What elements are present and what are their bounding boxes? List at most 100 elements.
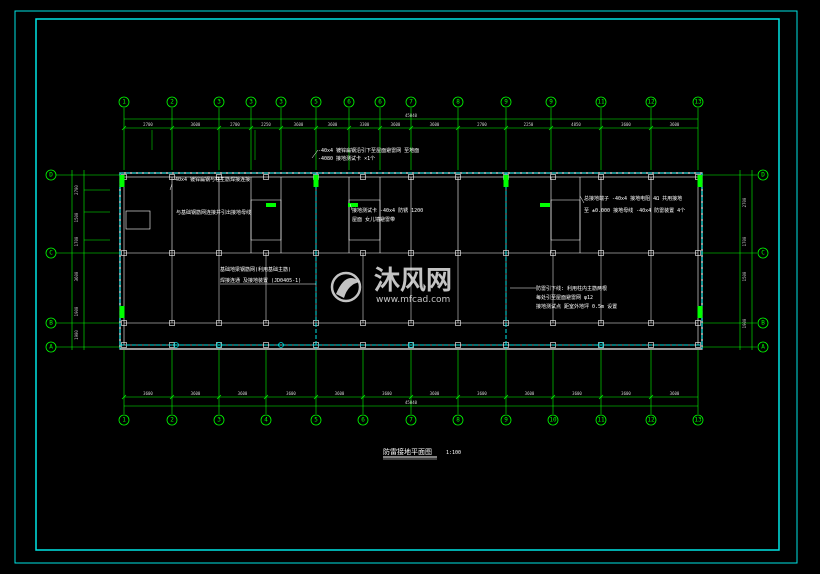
watermark-brand: 沐风网 — [374, 266, 452, 296]
dim-text-bottom-span: 3600 — [382, 391, 392, 396]
axis-bubble-top — [545, 96, 557, 108]
axis-bubble-bottom — [118, 414, 130, 426]
dim-tick-top — [598, 125, 604, 131]
axis-bubble-right — [757, 317, 769, 329]
axis-bubble-bottom — [310, 414, 322, 426]
column — [598, 174, 604, 180]
axis-label-bottom: 11 — [597, 417, 605, 424]
axis-bubble-left — [45, 317, 57, 329]
axis-label-bottom: 4 — [264, 417, 268, 424]
dim-text-right-span: 1500 — [742, 271, 747, 281]
axis-bubble-top — [500, 96, 512, 108]
axis-label-top: 1 — [122, 99, 126, 106]
column — [598, 250, 604, 256]
axis-bubble-top — [452, 96, 464, 108]
watermark-logo-icon — [330, 271, 362, 303]
axis-bubble-top — [595, 96, 607, 108]
dim-text-top-span: 3600 — [294, 122, 304, 127]
column — [455, 320, 461, 326]
dim-text-bottom-span: 3600 — [238, 391, 248, 396]
column — [408, 320, 414, 326]
dim-text-top-span: 2700 — [143, 122, 153, 127]
axis-label-top: 9 — [504, 99, 508, 106]
axis-bubble-top — [275, 96, 287, 108]
axis-label-bottom: 2 — [170, 417, 174, 424]
dim-tick-top — [121, 125, 127, 131]
axis-bubble-top — [405, 96, 417, 108]
dim-text-bottom-span: 3600 — [430, 391, 440, 396]
dim-tick-bottom — [648, 394, 654, 400]
dim-tick-top — [313, 125, 319, 131]
dim-text-left-span: 1900 — [74, 306, 79, 316]
axis-label-top: 7 — [409, 99, 413, 106]
dim-text-bottom-span: 3600 — [572, 391, 582, 396]
axis-label-top: 13 — [694, 99, 702, 106]
dim-tick-bottom — [455, 394, 461, 400]
dim-tick-bottom — [408, 394, 414, 400]
note-text: 基础地梁钢筋网(利用基础主筋) — [220, 266, 291, 273]
dim-tick-top — [408, 125, 414, 131]
axis-bubble-bottom — [405, 414, 417, 426]
note-leader — [311, 149, 319, 159]
dim-tick-bottom — [550, 394, 556, 400]
column — [550, 320, 556, 326]
column — [408, 174, 414, 180]
watermark-url: www.mfcad.com — [376, 295, 450, 305]
note-text: 总接地端子 -40x4 接地电阻 4Ω 共用接地 — [584, 195, 682, 202]
outer-frame — [14, 10, 798, 564]
axis-bubble-left — [45, 169, 57, 181]
dim-tick-top — [216, 125, 222, 131]
column — [169, 320, 175, 326]
down-conductor-marker — [119, 175, 125, 187]
axis-bubble-top — [310, 96, 322, 108]
dim-tick-bottom — [598, 394, 604, 400]
column — [648, 320, 654, 326]
column — [313, 250, 319, 256]
axis-bubble-top — [245, 96, 257, 108]
dim-tick-bottom — [169, 394, 175, 400]
note-text: 每处引至屋面避雷网 φ12 — [536, 294, 593, 301]
axis-label-bottom: 3 — [217, 417, 221, 424]
column — [455, 342, 461, 348]
column — [263, 174, 269, 180]
drawing-title: 防雷接地平面图 — [383, 447, 432, 456]
dim-text-top-span: 3600 — [328, 122, 338, 127]
axis-label-right: B — [761, 320, 765, 327]
dim-tick-bottom — [216, 394, 222, 400]
column — [263, 320, 269, 326]
dim-text-bottom-total: 45040 — [405, 400, 418, 405]
axis-label-bottom: 7 — [409, 417, 413, 424]
axis-label-bottom: 13 — [694, 417, 702, 424]
note-text: 防雷引下线: 利用柱内主筋两根 — [536, 285, 607, 292]
note-text: -40x4 镀锌扁钢与柱主筋焊接连接 — [172, 176, 250, 183]
dim-text-top-span: 3600 — [191, 122, 201, 127]
column — [263, 342, 269, 348]
axis-bubble-right — [757, 247, 769, 259]
axis-bubble-bottom — [357, 414, 369, 426]
column — [695, 342, 701, 348]
axis-label-left: A — [49, 344, 53, 351]
axis-bubble-bottom — [213, 414, 225, 426]
grounding-conductors — [119, 172, 703, 349]
axis-bubble-bottom — [260, 414, 272, 426]
down-conductor-marker — [119, 306, 125, 318]
axis-label-right: C — [761, 250, 765, 257]
test-clip-marker — [540, 203, 550, 207]
axis-bubble-left — [45, 341, 57, 353]
inner-frame — [35, 18, 780, 551]
axis-bubble-bottom — [645, 414, 657, 426]
dim-text-right-span: 2700 — [742, 197, 747, 207]
axis-label-left: B — [49, 320, 53, 327]
axis-bubble-bottom — [595, 414, 607, 426]
dim-text-left-span: 1900 — [74, 330, 79, 340]
axis-bubble-top — [374, 96, 386, 108]
dim-tick-bottom — [503, 394, 509, 400]
note-text: 接地测试卡 -40x4 防锈 1200 — [352, 207, 423, 214]
axis-bubble-bottom — [547, 414, 559, 426]
axis-bubble-bottom — [166, 414, 178, 426]
axis-label-top: 3 — [279, 99, 283, 106]
dim-text-bottom-span: 3600 — [286, 391, 296, 396]
dim-tick-top — [278, 125, 284, 131]
dim-text-left-span: 1700 — [74, 236, 79, 246]
